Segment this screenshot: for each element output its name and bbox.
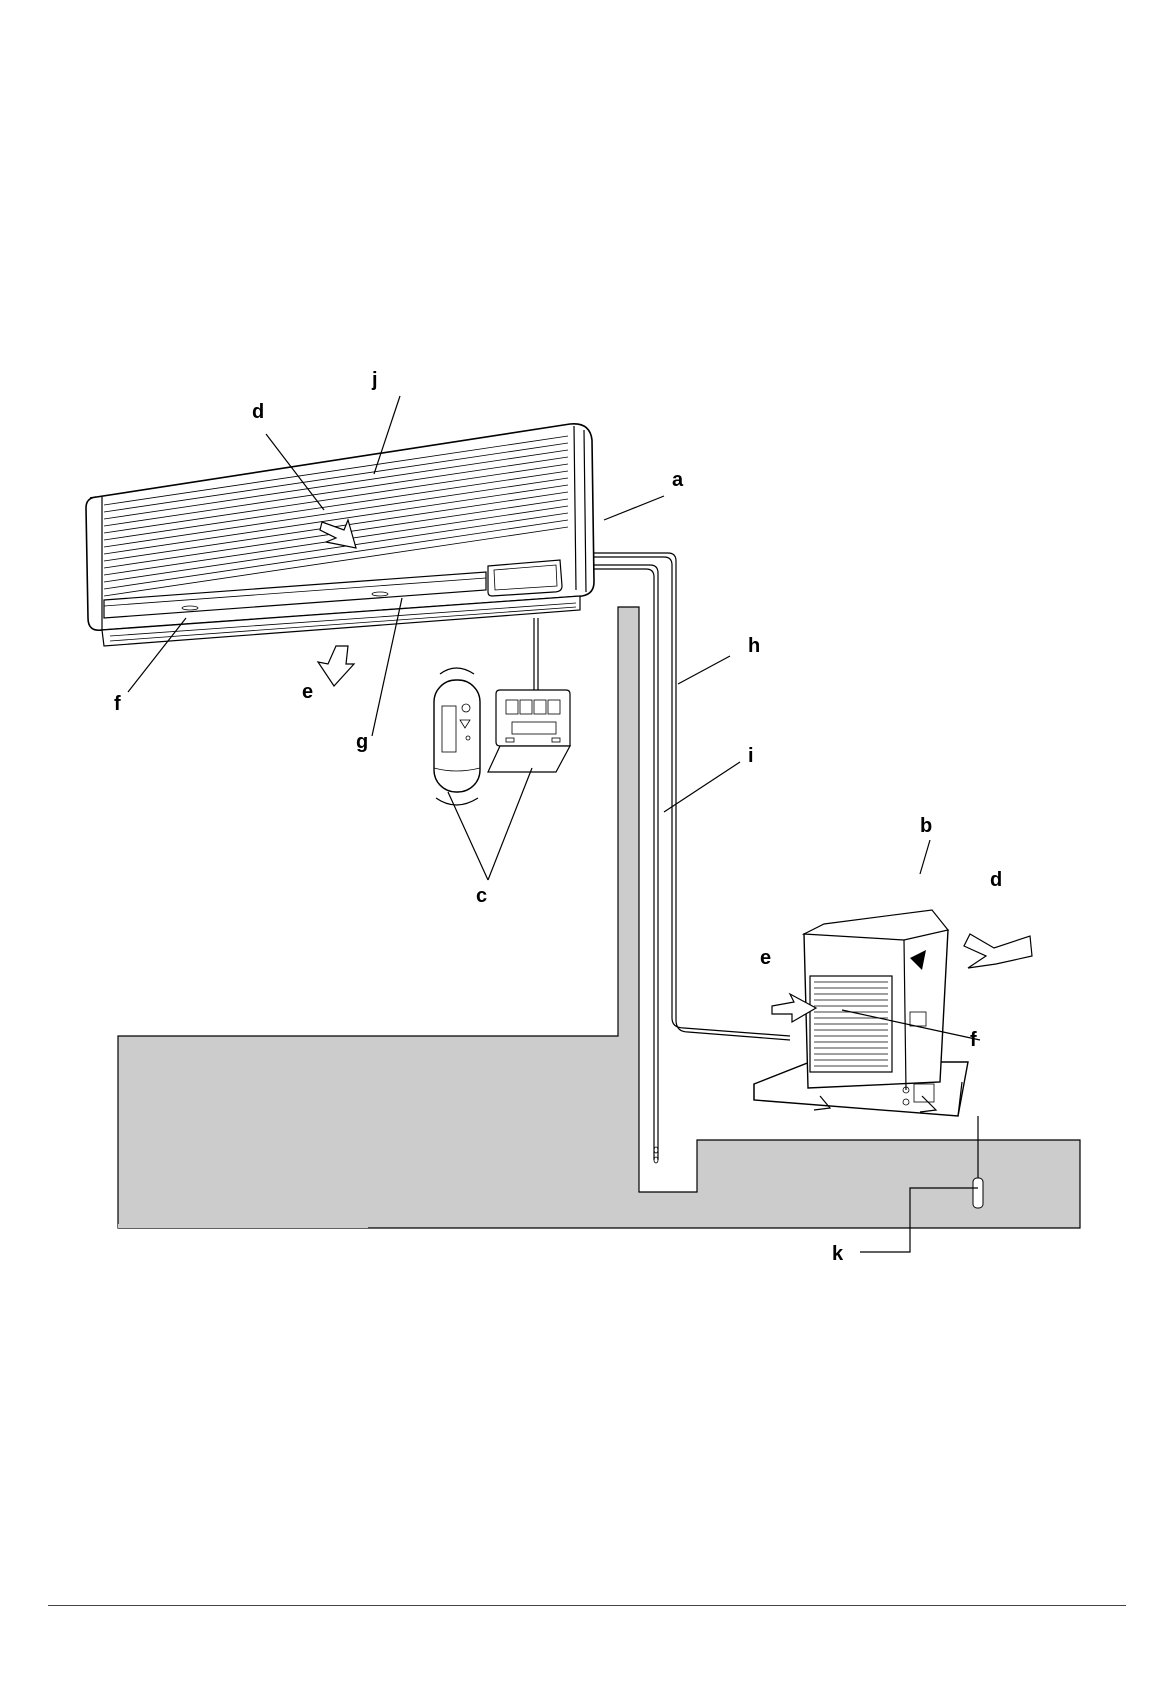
label-f-outdoor: f — [970, 1029, 977, 1051]
wireless-remote-controller — [434, 668, 480, 805]
label-j: j — [371, 369, 378, 391]
label-d-outdoor: d — [990, 869, 1002, 891]
label-b: b — [920, 815, 932, 837]
label-e-indoor: e — [302, 681, 313, 703]
label-g: g — [356, 731, 368, 753]
label-i: i — [748, 745, 754, 767]
wired-remote-controller — [488, 618, 570, 772]
label-c: c — [476, 885, 487, 907]
label-h: h — [748, 635, 760, 657]
label-f-indoor: f — [114, 693, 121, 715]
label-a: a — [672, 469, 684, 491]
label-e-outdoor: e — [760, 947, 771, 969]
label-d-indoor: d — [252, 401, 264, 423]
label-k: k — [832, 1243, 844, 1265]
footer-rule — [48, 1605, 1126, 1606]
